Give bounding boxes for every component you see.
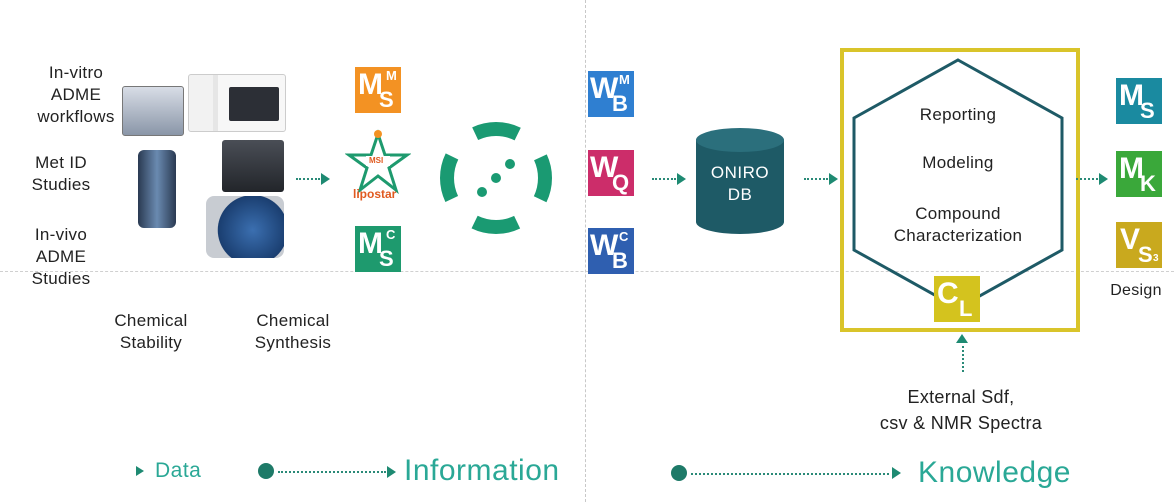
flow-information: Information xyxy=(404,454,560,487)
label-external: External Sdf,csv & NMR Spectra xyxy=(879,387,1043,433)
flow-data: Data xyxy=(155,459,202,482)
arrow-head-icon xyxy=(829,173,838,185)
flow-arrow-icon xyxy=(387,466,396,478)
mm-s-logo-icon: M M S xyxy=(355,67,401,113)
circle-dots-logo xyxy=(438,120,554,236)
instrument-photo xyxy=(122,86,184,136)
msi-text: MSI xyxy=(369,156,384,165)
label-design: Design xyxy=(1110,282,1162,299)
instrument-photo xyxy=(206,196,284,258)
lipostar-star-icon xyxy=(344,129,412,195)
dotted-arrow xyxy=(804,178,828,180)
flow-arrow-icon xyxy=(892,467,901,479)
yellow-frame xyxy=(840,48,1080,332)
lipostar-text: lipostar xyxy=(353,187,397,201)
arrow-head-icon xyxy=(677,173,686,185)
instrument-photo xyxy=(188,74,286,132)
ms-logo-icon: M S xyxy=(1116,78,1162,124)
hexagon-modeling: Modeling xyxy=(922,153,994,172)
dotted-arrow xyxy=(652,178,676,180)
data-triangle-icon xyxy=(136,466,144,476)
mk-logo-icon: M K xyxy=(1116,151,1162,197)
hexagon-outline xyxy=(846,56,1070,312)
arrow-head-up-icon xyxy=(956,334,968,343)
mc-s-logo-icon: M C S xyxy=(355,226,401,272)
wm-b-logo-icon: W M B xyxy=(588,71,634,117)
arrow-head-icon xyxy=(321,173,330,185)
flow-node-icon xyxy=(258,463,274,479)
horizontal-divider xyxy=(0,271,1174,272)
dotted-arrow xyxy=(296,178,320,180)
vs3-logo-icon: V S 3 xyxy=(1116,222,1162,268)
cl-logo-icon: C L xyxy=(934,276,980,322)
instrument-photo xyxy=(222,140,284,192)
flow-dotted-line xyxy=(691,473,889,475)
dotted-arrow-up xyxy=(962,346,964,372)
instrument-photo xyxy=(138,150,176,228)
arrow-head-icon xyxy=(1099,173,1108,185)
w-q-logo-icon: W Q xyxy=(588,150,634,196)
lipostar-star-logo: MSI lipostar xyxy=(344,128,412,204)
flow-dotted-line xyxy=(278,471,386,473)
wc-b-logo-icon: W C B xyxy=(588,228,634,274)
vertical-divider xyxy=(585,0,586,502)
dotted-arrow xyxy=(1076,178,1098,180)
flow-knowledge: Knowledge xyxy=(918,456,1071,489)
flow-node-icon xyxy=(671,465,687,481)
hexagon-reporting: Reporting xyxy=(919,105,997,124)
